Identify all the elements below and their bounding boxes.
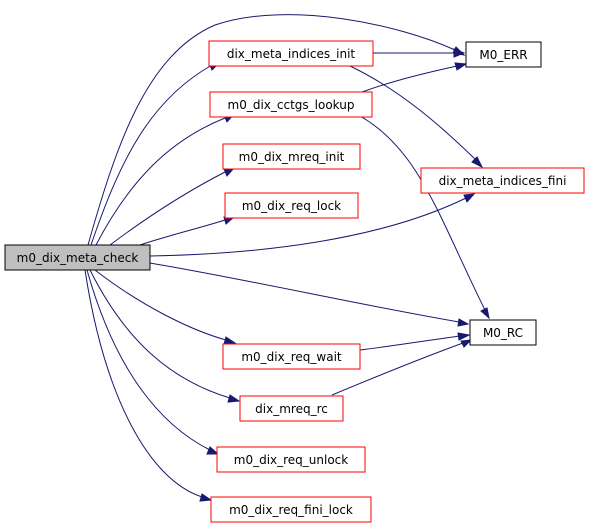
arrowhead — [453, 48, 466, 58]
node-box — [210, 496, 372, 523]
node-box — [4, 244, 151, 271]
node-box — [209, 91, 373, 118]
edge-root-to-req-lock — [139, 219, 226, 246]
edge-root-to-mreq-init — [109, 171, 226, 246]
node-indices-fini[interactable]: dix_meta_indices_fini — [420, 167, 585, 194]
edge-indices-init-to-indices-fini — [349, 65, 477, 161]
node-box — [224, 192, 359, 219]
node-label: m0_dix_req_lock — [242, 199, 341, 213]
node-box — [222, 343, 361, 370]
node-box — [469, 319, 537, 346]
node-label: m0_dix_mreq_init — [239, 150, 345, 164]
edge-root-to-indices-init — [90, 64, 213, 246]
edge-root-to-req-fini-lock — [84, 269, 203, 498]
node-mreq-init[interactable]: m0_dix_mreq_init — [222, 143, 361, 170]
arrowhead — [457, 332, 471, 341]
arrowhead — [471, 156, 484, 169]
edge-root-to-req-unlock — [86, 269, 211, 451]
node-req-lock[interactable]: m0_dix_req_lock — [224, 192, 359, 219]
node-req-wait[interactable]: m0_dix_req_wait — [222, 343, 361, 370]
edge-cctgs-lookup-to-rc — [359, 115, 486, 311]
node-box — [208, 40, 374, 67]
arrowhead — [454, 62, 468, 71]
node-mreq-rc[interactable]: dix_mreq_rc — [239, 395, 344, 422]
node-label: m0_dix_meta_check — [17, 251, 139, 265]
arrowhead — [480, 307, 490, 320]
nodes: m0_dix_meta_check dix_meta_indices_init … — [4, 40, 585, 523]
edge-mreq-rc-to-rc — [331, 342, 464, 396]
node-box — [222, 143, 361, 170]
arrowhead — [227, 394, 241, 403]
node-label: dix_meta_indices_init — [227, 47, 356, 61]
node-rc[interactable]: M0_RC — [469, 319, 537, 346]
arrowhead — [460, 339, 473, 348]
edge-root-to-err — [87, 14, 456, 246]
arrowhead — [199, 493, 213, 502]
edge-req-wait-to-rc — [359, 335, 461, 351]
edge-cctgs-lookup-to-err — [361, 65, 458, 93]
node-box — [420, 167, 585, 194]
node-label: M0_RC — [483, 326, 523, 340]
node-cctgs-lookup[interactable]: m0_dix_cctgs_lookup — [209, 91, 373, 118]
node-label: m0_dix_req_wait — [241, 350, 342, 364]
edges — [84, 14, 490, 502]
node-label: m0_dix_cctgs_lookup — [228, 98, 355, 112]
node-box — [216, 446, 366, 473]
node-box — [465, 41, 542, 68]
arrowhead — [457, 318, 470, 327]
node-indices-init[interactable]: dix_meta_indices_init — [208, 40, 374, 67]
edge-root-to-cctgs-lookup — [95, 117, 226, 246]
node-req-fini-lock[interactable]: m0_dix_req_fini_lock — [210, 496, 372, 523]
node-label: dix_mreq_rc — [255, 402, 328, 416]
node-req-unlock[interactable]: m0_dix_req_unlock — [216, 446, 366, 473]
node-label: M0_ERR — [479, 48, 527, 62]
edge-root-to-req-wait — [94, 269, 227, 341]
node-err[interactable]: M0_ERR — [465, 41, 542, 68]
node-box — [239, 395, 344, 422]
arrowhead — [463, 193, 476, 203]
edge-root-to-rc — [149, 262, 460, 323]
arrowhead — [223, 336, 237, 345]
arrowhead — [206, 446, 220, 455]
node-label: m0_dix_req_unlock — [234, 453, 349, 467]
edge-root-to-mreq-rc — [89, 269, 231, 399]
node-label: dix_meta_indices_fini — [439, 174, 567, 188]
node-label: m0_dix_req_fini_lock — [229, 503, 353, 517]
edge-root-to-indices-fini — [149, 197, 467, 257]
node-root[interactable]: m0_dix_meta_check — [4, 244, 151, 271]
